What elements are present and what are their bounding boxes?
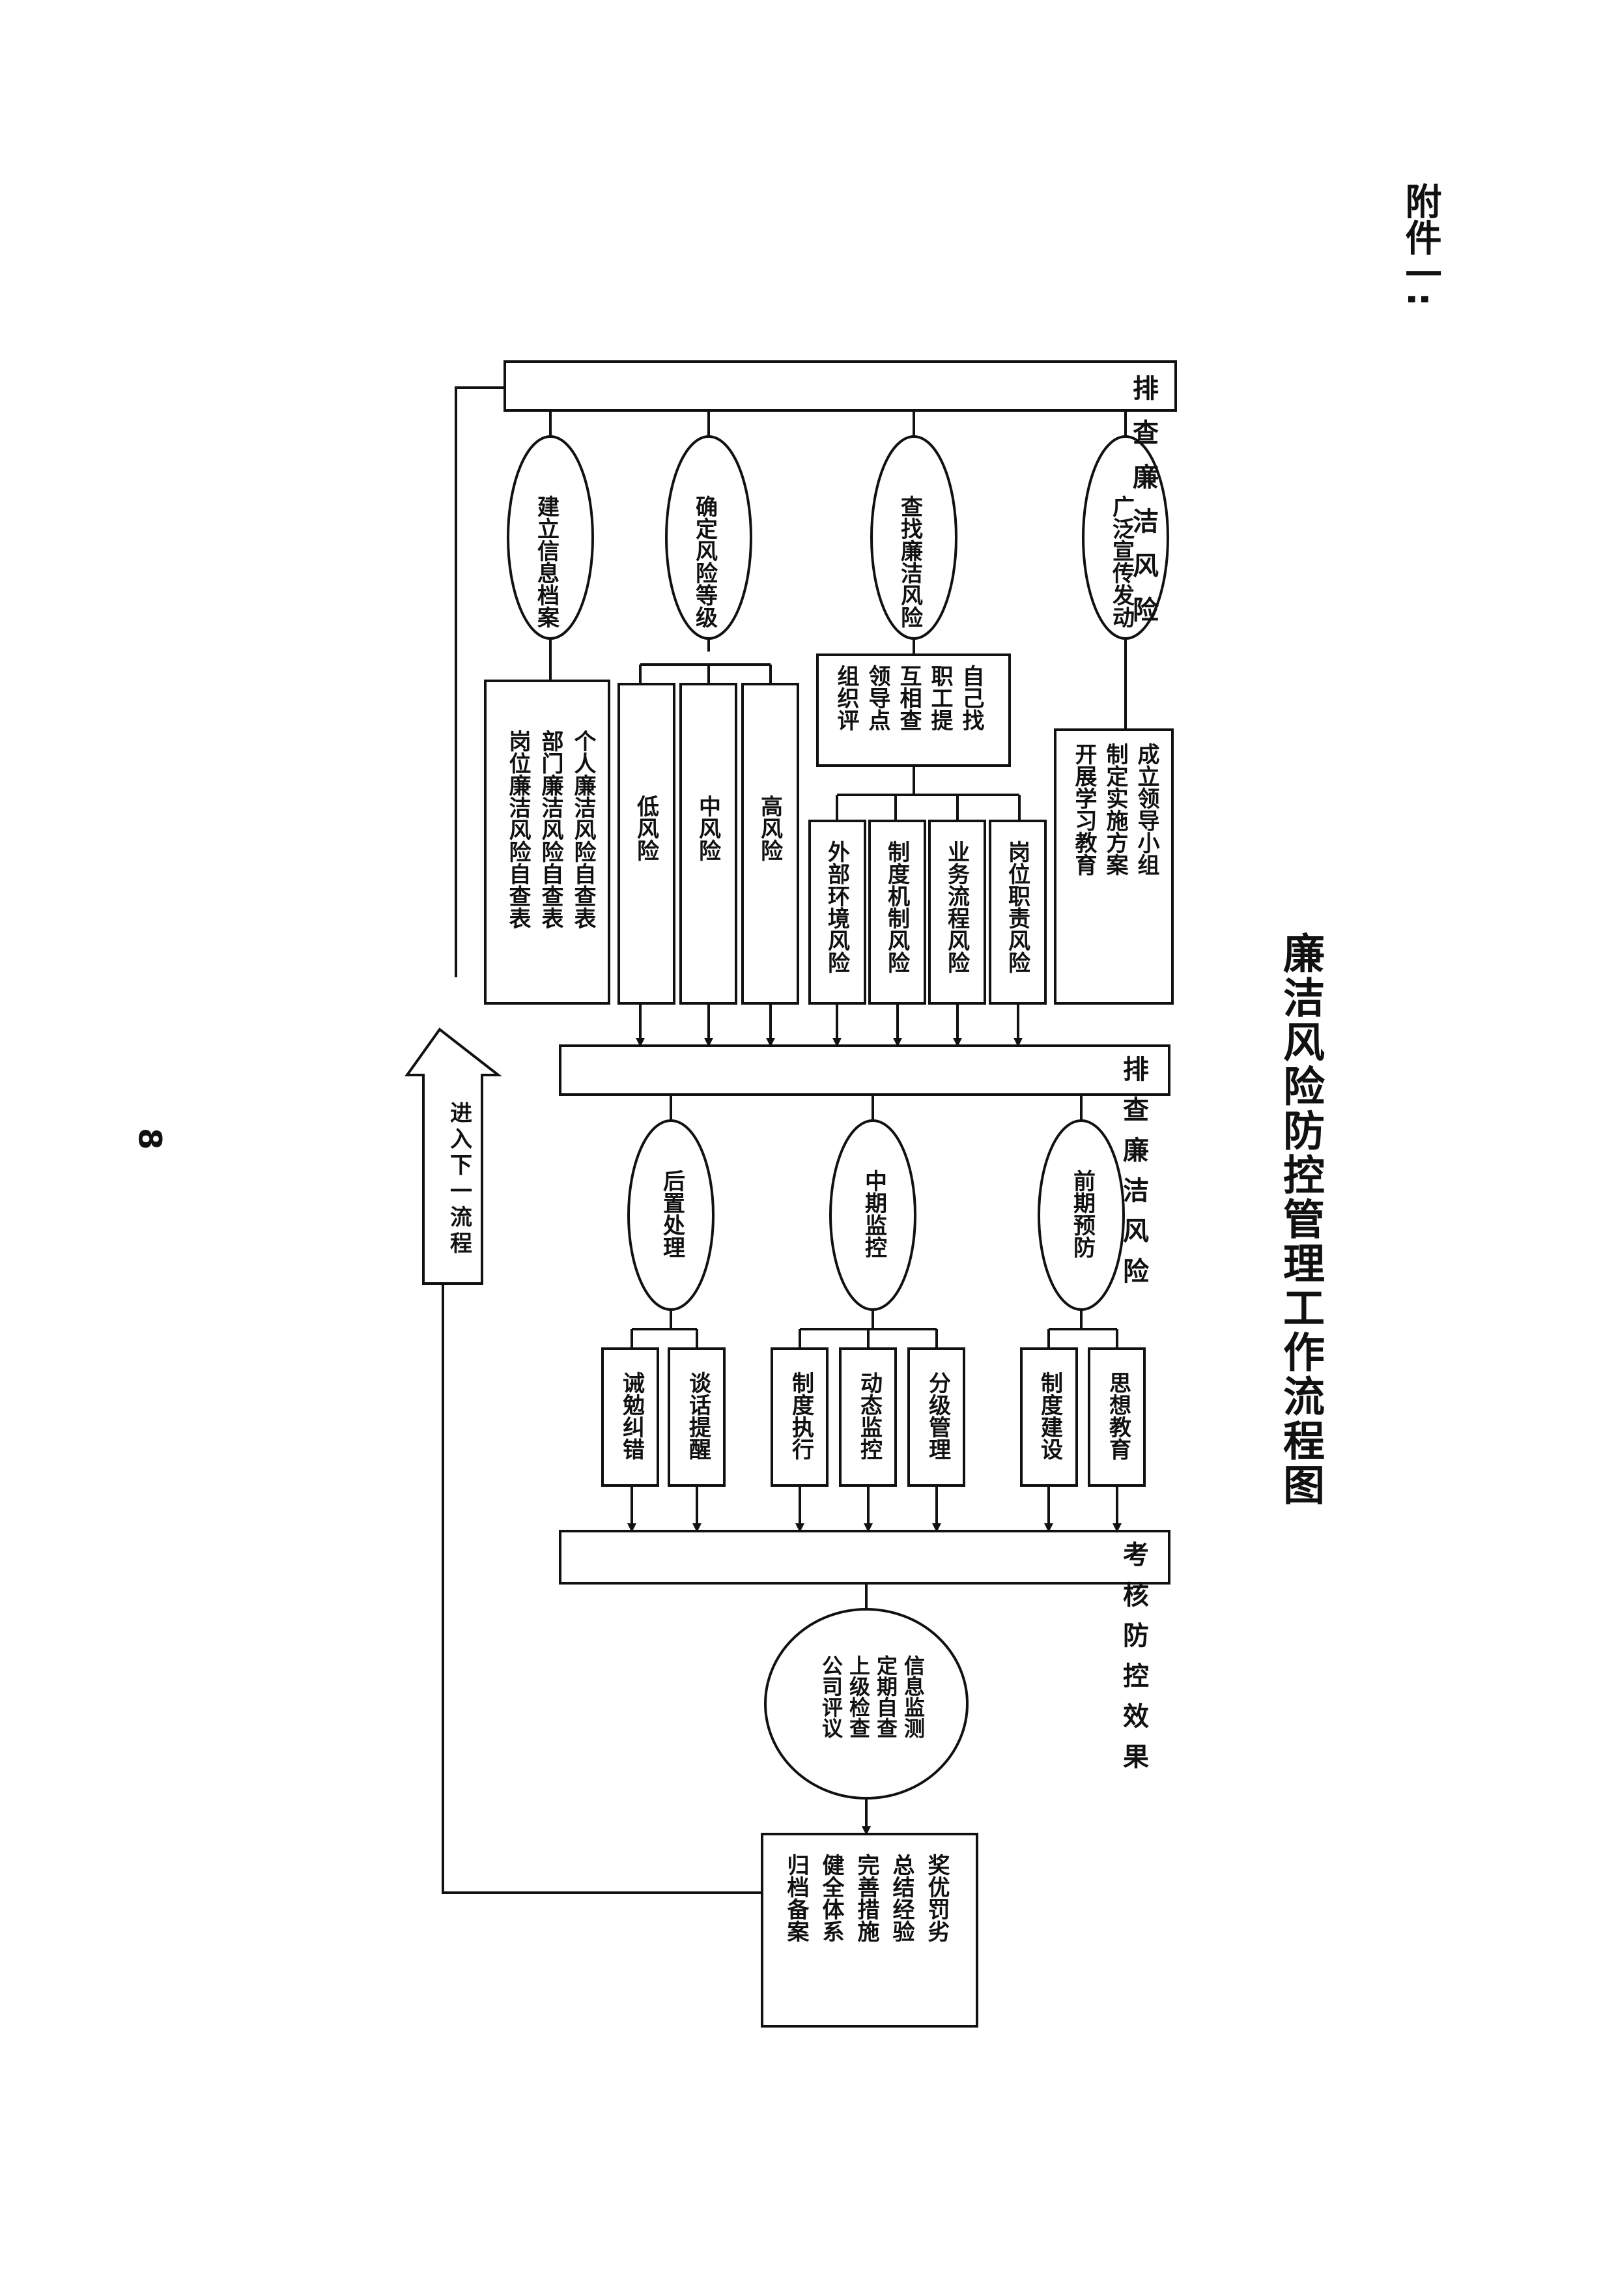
attachment-label: 附件一: <box>1399 182 1441 307</box>
archive-box <box>484 680 610 1005</box>
monitor-label-1: 分级管理 <box>924 1371 951 1460</box>
risk-level-box-low <box>617 683 675 1005</box>
feedback-loop-line <box>442 1284 762 1894</box>
monitor-box-1 <box>907 1347 965 1487</box>
result-text: 奖优罚劣 总结经验 完善措施 健全体系 归档备案 <box>783 1854 950 1942</box>
stage2-bar-text: 排查廉洁风险 <box>1118 1055 1148 1298</box>
lead-group-box <box>1054 728 1174 1005</box>
handle-label-2: 诫勉纠错 <box>618 1371 645 1460</box>
handle-label-1: 谈话提醒 <box>685 1371 711 1460</box>
oval-publicize-label: 广泛宣传发动 <box>1108 495 1135 628</box>
risk-type-label-4: 外部环境风险 <box>823 840 850 973</box>
oval-monitor-label: 中期监控 <box>860 1170 887 1258</box>
risk-level-label-low: 低风险 <box>632 795 659 861</box>
archive-text: 个人廉洁风险自查表 部门廉洁风险自查表 岗位廉洁风险自查表 <box>505 730 596 929</box>
risk-type-box-2 <box>928 820 986 1005</box>
stage1-bar <box>503 360 1177 412</box>
prevent-label-2: 制度建设 <box>1036 1371 1063 1460</box>
stage3-bar <box>559 1530 1170 1585</box>
evaluation-text: 信息监测 定期自查 上级检查 公司评议 <box>819 1655 926 1738</box>
stage1-bar-text: 排查廉洁风险 <box>1128 375 1158 640</box>
prevent-box-1 <box>1088 1347 1146 1487</box>
risk-type-label-1: 岗位职责风险 <box>1004 840 1030 973</box>
monitor-label-3: 制度执行 <box>787 1371 814 1460</box>
oval-prevent-label: 前期预防 <box>1069 1170 1096 1258</box>
prevent-box-2 <box>1020 1347 1078 1487</box>
oval-risk-level-label: 确定风险等级 <box>691 495 718 628</box>
handle-box-2 <box>601 1347 659 1487</box>
risk-type-box-3 <box>868 820 926 1005</box>
feedback-loop-top <box>455 386 505 977</box>
prevent-label-1: 思想教育 <box>1105 1371 1131 1460</box>
oval-find-risk-label: 查找廉洁风险 <box>896 495 923 628</box>
stage2-bar <box>559 1044 1170 1096</box>
stage3-bar-text: 考核防控效果 <box>1118 1541 1148 1783</box>
risk-type-label-2: 业务流程风险 <box>943 840 970 973</box>
result-box <box>761 1833 978 2028</box>
risk-level-label-mid: 中风险 <box>694 795 721 861</box>
lead-group-text: 成立领导小组 制定实施方案 开展学习教育 <box>1071 743 1159 876</box>
next-step-arrow-shape <box>404 1027 502 1285</box>
next-step-arrow-label: 进入下一流程 <box>446 1101 472 1257</box>
search-methods-text: 自己找 职工提 互相查 领导点 组织评 <box>833 665 984 731</box>
monitor-box-3 <box>771 1347 829 1487</box>
risk-type-label-3: 制度机制风险 <box>883 840 910 973</box>
oval-archive-label: 建立信息档案 <box>533 495 560 628</box>
monitor-label-2: 动态监控 <box>856 1371 883 1460</box>
oval-handle-label: 后置处理 <box>659 1170 685 1258</box>
risk-level-label-high: 高风险 <box>756 795 783 861</box>
monitor-box-2 <box>839 1347 897 1487</box>
page-title: 廉洁风险防控管理工作流程图 <box>1276 932 1324 1508</box>
